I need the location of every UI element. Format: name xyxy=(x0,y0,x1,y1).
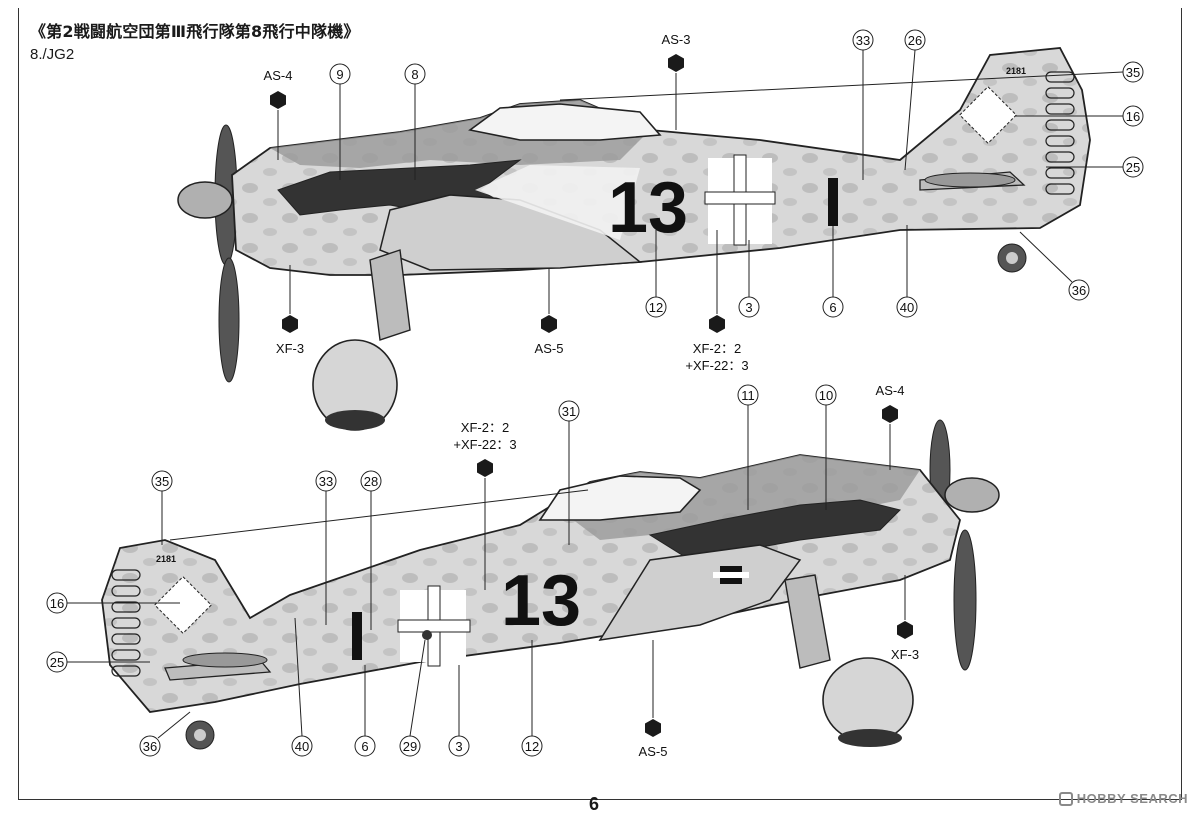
number-marking-bottom: 13 xyxy=(501,561,581,641)
part-number: 3 xyxy=(745,300,752,315)
part-number: 25 xyxy=(1126,160,1140,175)
part-number: 10 xyxy=(819,388,833,403)
page-number: 6 xyxy=(589,794,600,814)
hobby-search-logo-icon xyxy=(1058,791,1073,806)
paint-label: AS-3 xyxy=(662,32,691,47)
part-callouts-bottom: 31 11 10 35 33 28 16 xyxy=(46,384,837,757)
part-callouts-top: 9 8 33 26 35 16 25 xyxy=(329,29,1144,318)
part-number: 40 xyxy=(295,739,309,754)
part-number: 35 xyxy=(1126,65,1140,80)
werk-number-bottom: 2181 xyxy=(156,554,176,564)
part-number: 16 xyxy=(50,596,64,611)
part-number: 26 xyxy=(908,33,922,48)
propeller-top xyxy=(177,124,240,383)
part-number: 9 xyxy=(336,67,343,82)
squadron-title: 《第2戦闘航空団第Ⅲ飛行隊第8飛行中隊機》 xyxy=(30,22,360,41)
side-view-left: 13 2181 xyxy=(177,47,1091,431)
paint-label: AS-5 xyxy=(639,744,668,759)
part-number: 29 xyxy=(403,739,417,754)
part-number: 11 xyxy=(741,388,755,403)
balkenkreuz-top xyxy=(704,154,776,246)
part-number: 28 xyxy=(364,474,378,489)
propeller-bottom xyxy=(929,419,1000,671)
part-number: 12 xyxy=(525,739,539,754)
gruppe-bar-bottom xyxy=(352,612,362,660)
paint-label: +XF-22：3 xyxy=(453,437,516,452)
paint-callouts-top: AS-4 AS-3 XF-3 AS-5 XF-2：2 +XF-22：3 xyxy=(264,32,749,373)
part-number: 3 xyxy=(455,739,462,754)
part-number: 31 xyxy=(562,404,576,419)
paint-callouts-bottom: XF-2：2 +XF-22：3 AS-4 XF-3 AS-5 xyxy=(453,383,919,759)
watermark-text: HOBBY SEARCH xyxy=(1076,791,1188,806)
part-number: 6 xyxy=(829,300,836,315)
part-number: 35 xyxy=(155,474,169,489)
werk-number-top: 2181 xyxy=(1006,66,1026,76)
paint-label: XF-3 xyxy=(276,341,304,356)
side-view-right: 13 2181 xyxy=(101,419,1000,750)
watermark: HOBBY SEARCH xyxy=(1058,791,1188,806)
part-number: 36 xyxy=(143,739,157,754)
rudder-ribs-top xyxy=(1045,71,1075,195)
paint-label: AS-4 xyxy=(876,383,905,398)
part-number: 25 xyxy=(50,655,64,670)
part-number: 36 xyxy=(1072,283,1086,298)
paint-label: XF-2：2 xyxy=(693,341,741,356)
paint-label: AS-5 xyxy=(535,341,564,356)
rudder-ribs-bottom xyxy=(111,569,141,677)
part-number: 33 xyxy=(319,474,333,489)
balkenkreuz-bottom xyxy=(397,585,471,667)
part-number: 33 xyxy=(856,33,870,48)
part-number: 40 xyxy=(900,300,914,315)
part-number: 12 xyxy=(649,300,663,315)
gruppe-bar-top xyxy=(828,178,838,226)
number-marking-top: 13 xyxy=(608,168,688,248)
unit-code: 8./JG2 xyxy=(30,46,75,63)
part-number: 16 xyxy=(1126,109,1140,124)
part-number: 6 xyxy=(361,739,368,754)
canopy-bottom xyxy=(538,475,702,521)
page-frame xyxy=(18,8,1182,800)
canopy-top xyxy=(468,103,662,141)
black-cowl-panel-bottom xyxy=(648,499,901,561)
paint-label: XF-2：2 xyxy=(461,420,509,435)
paint-label: +XF-22：3 xyxy=(685,358,748,373)
paint-label: XF-3 xyxy=(891,647,919,662)
part-number: 8 xyxy=(411,67,418,82)
wing-bottom xyxy=(598,544,802,641)
paint-label: AS-4 xyxy=(264,68,293,83)
